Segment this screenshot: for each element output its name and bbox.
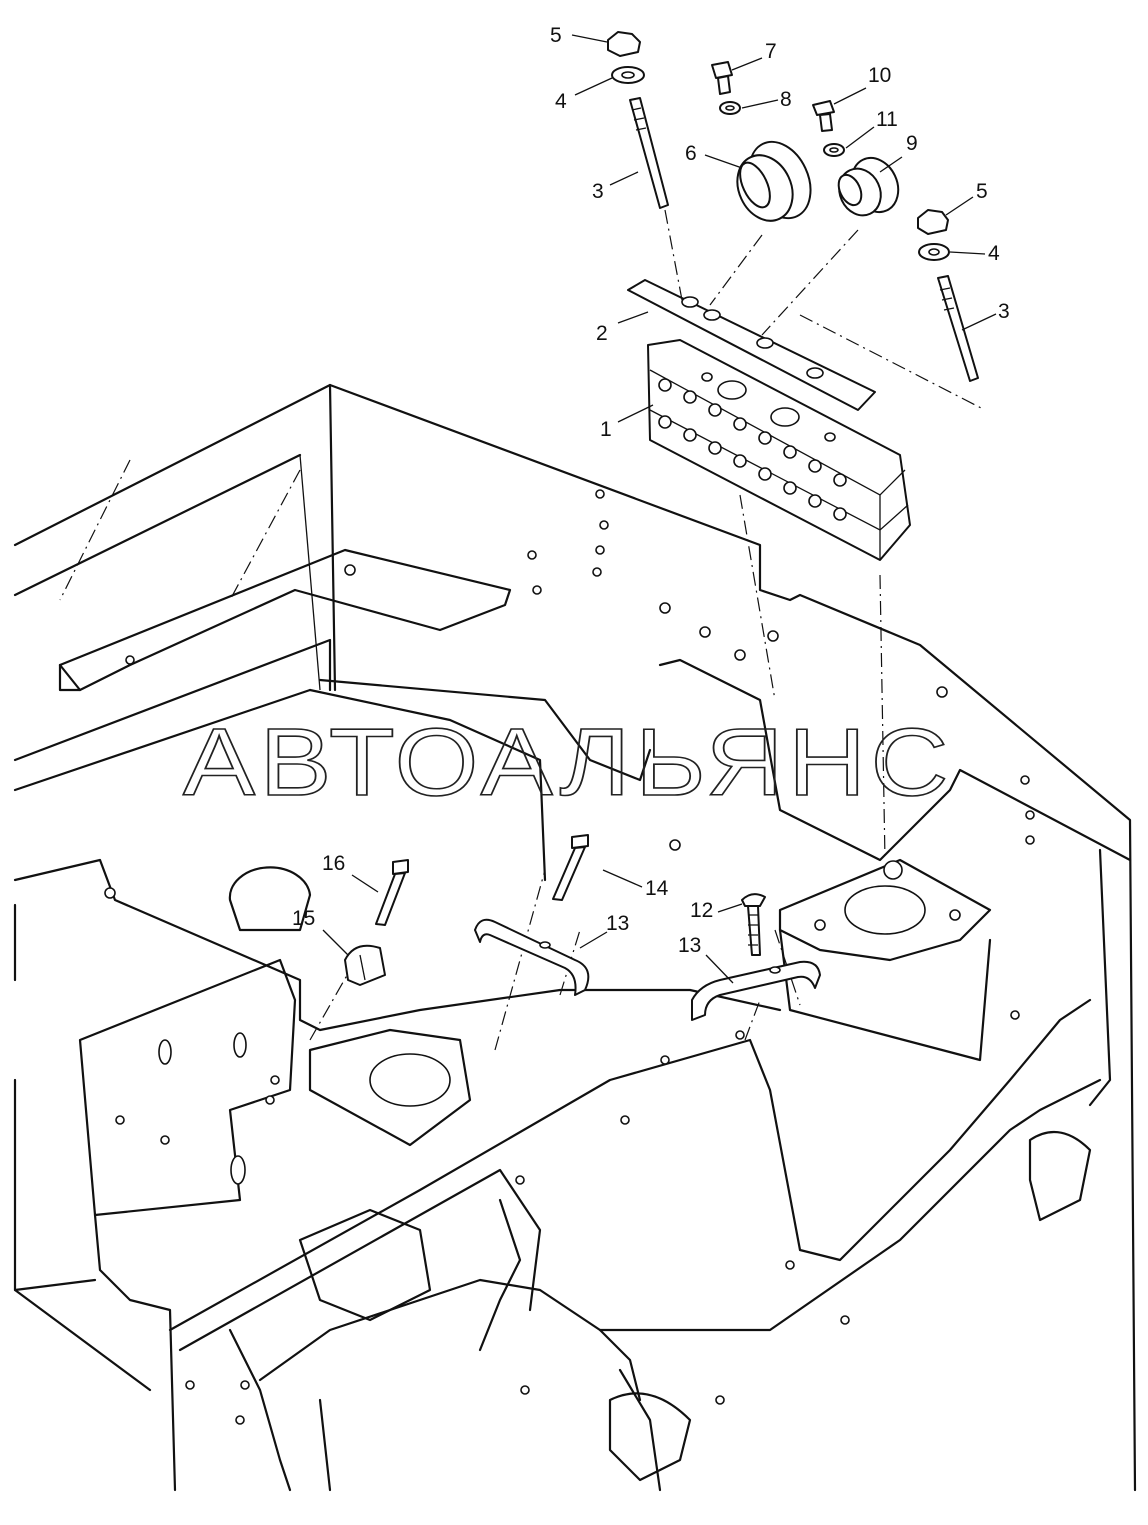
part-10-bolt: [812, 100, 835, 132]
part-4-washer-left: [611, 66, 645, 84]
part-11-washer: [823, 143, 845, 157]
callout-15: 15: [292, 907, 315, 930]
callout-11: 11: [876, 108, 898, 131]
callout-10: 10: [868, 64, 891, 87]
callout-3: 3: [998, 300, 1010, 323]
callout-12: 12: [690, 899, 713, 922]
callout-5: 5: [976, 180, 988, 203]
part-13-clamp-right: [691, 960, 821, 1021]
callout-9: 9: [906, 132, 918, 155]
callout-2: 2: [596, 322, 608, 345]
part-1-grommet-block: [647, 339, 911, 561]
part-15-clip: [344, 944, 386, 986]
callout-6: 6: [685, 142, 697, 165]
part-13-clamp-left: [474, 918, 590, 996]
frame-holes: [104, 489, 1035, 1425]
callout-5: 5: [550, 24, 562, 47]
part-12-bolt: [741, 893, 766, 956]
callout-13: 13: [606, 912, 629, 935]
part-6-grommet: [709, 140, 812, 306]
part-8-washer: [719, 101, 741, 115]
watermark-text: АВТОАЛЬЯНС: [183, 709, 953, 816]
callout-7: 7: [765, 40, 777, 63]
part-3-stud-right: [799, 275, 986, 411]
part-2-plate: [627, 279, 876, 411]
part-4-washer-right: [918, 243, 950, 261]
callout-4: 4: [988, 242, 1000, 265]
callout-1: 1: [600, 418, 612, 441]
part-3-stud-left: [629, 97, 683, 301]
callout-numbers: 5 4 3 7 8 6 10 11 9 5 4 3 2 1 16 15 14 1…: [292, 24, 1010, 957]
leader-lines: [322, 34, 997, 984]
callout-13: 13: [678, 934, 701, 957]
part-7-bolt: [711, 61, 733, 95]
part-5-nut-left: [607, 31, 641, 57]
part-16-bolt: [375, 859, 409, 926]
callout-4: 4: [555, 90, 567, 113]
callout-16: 16: [322, 852, 345, 875]
part-9-grommet: [761, 156, 900, 336]
callout-14: 14: [645, 877, 669, 900]
chassis-frame: [13, 383, 1137, 1492]
part-14-bolt: [552, 834, 589, 901]
part-5-nut-right: [917, 209, 949, 235]
callout-8: 8: [780, 88, 792, 111]
callout-3: 3: [592, 180, 604, 203]
